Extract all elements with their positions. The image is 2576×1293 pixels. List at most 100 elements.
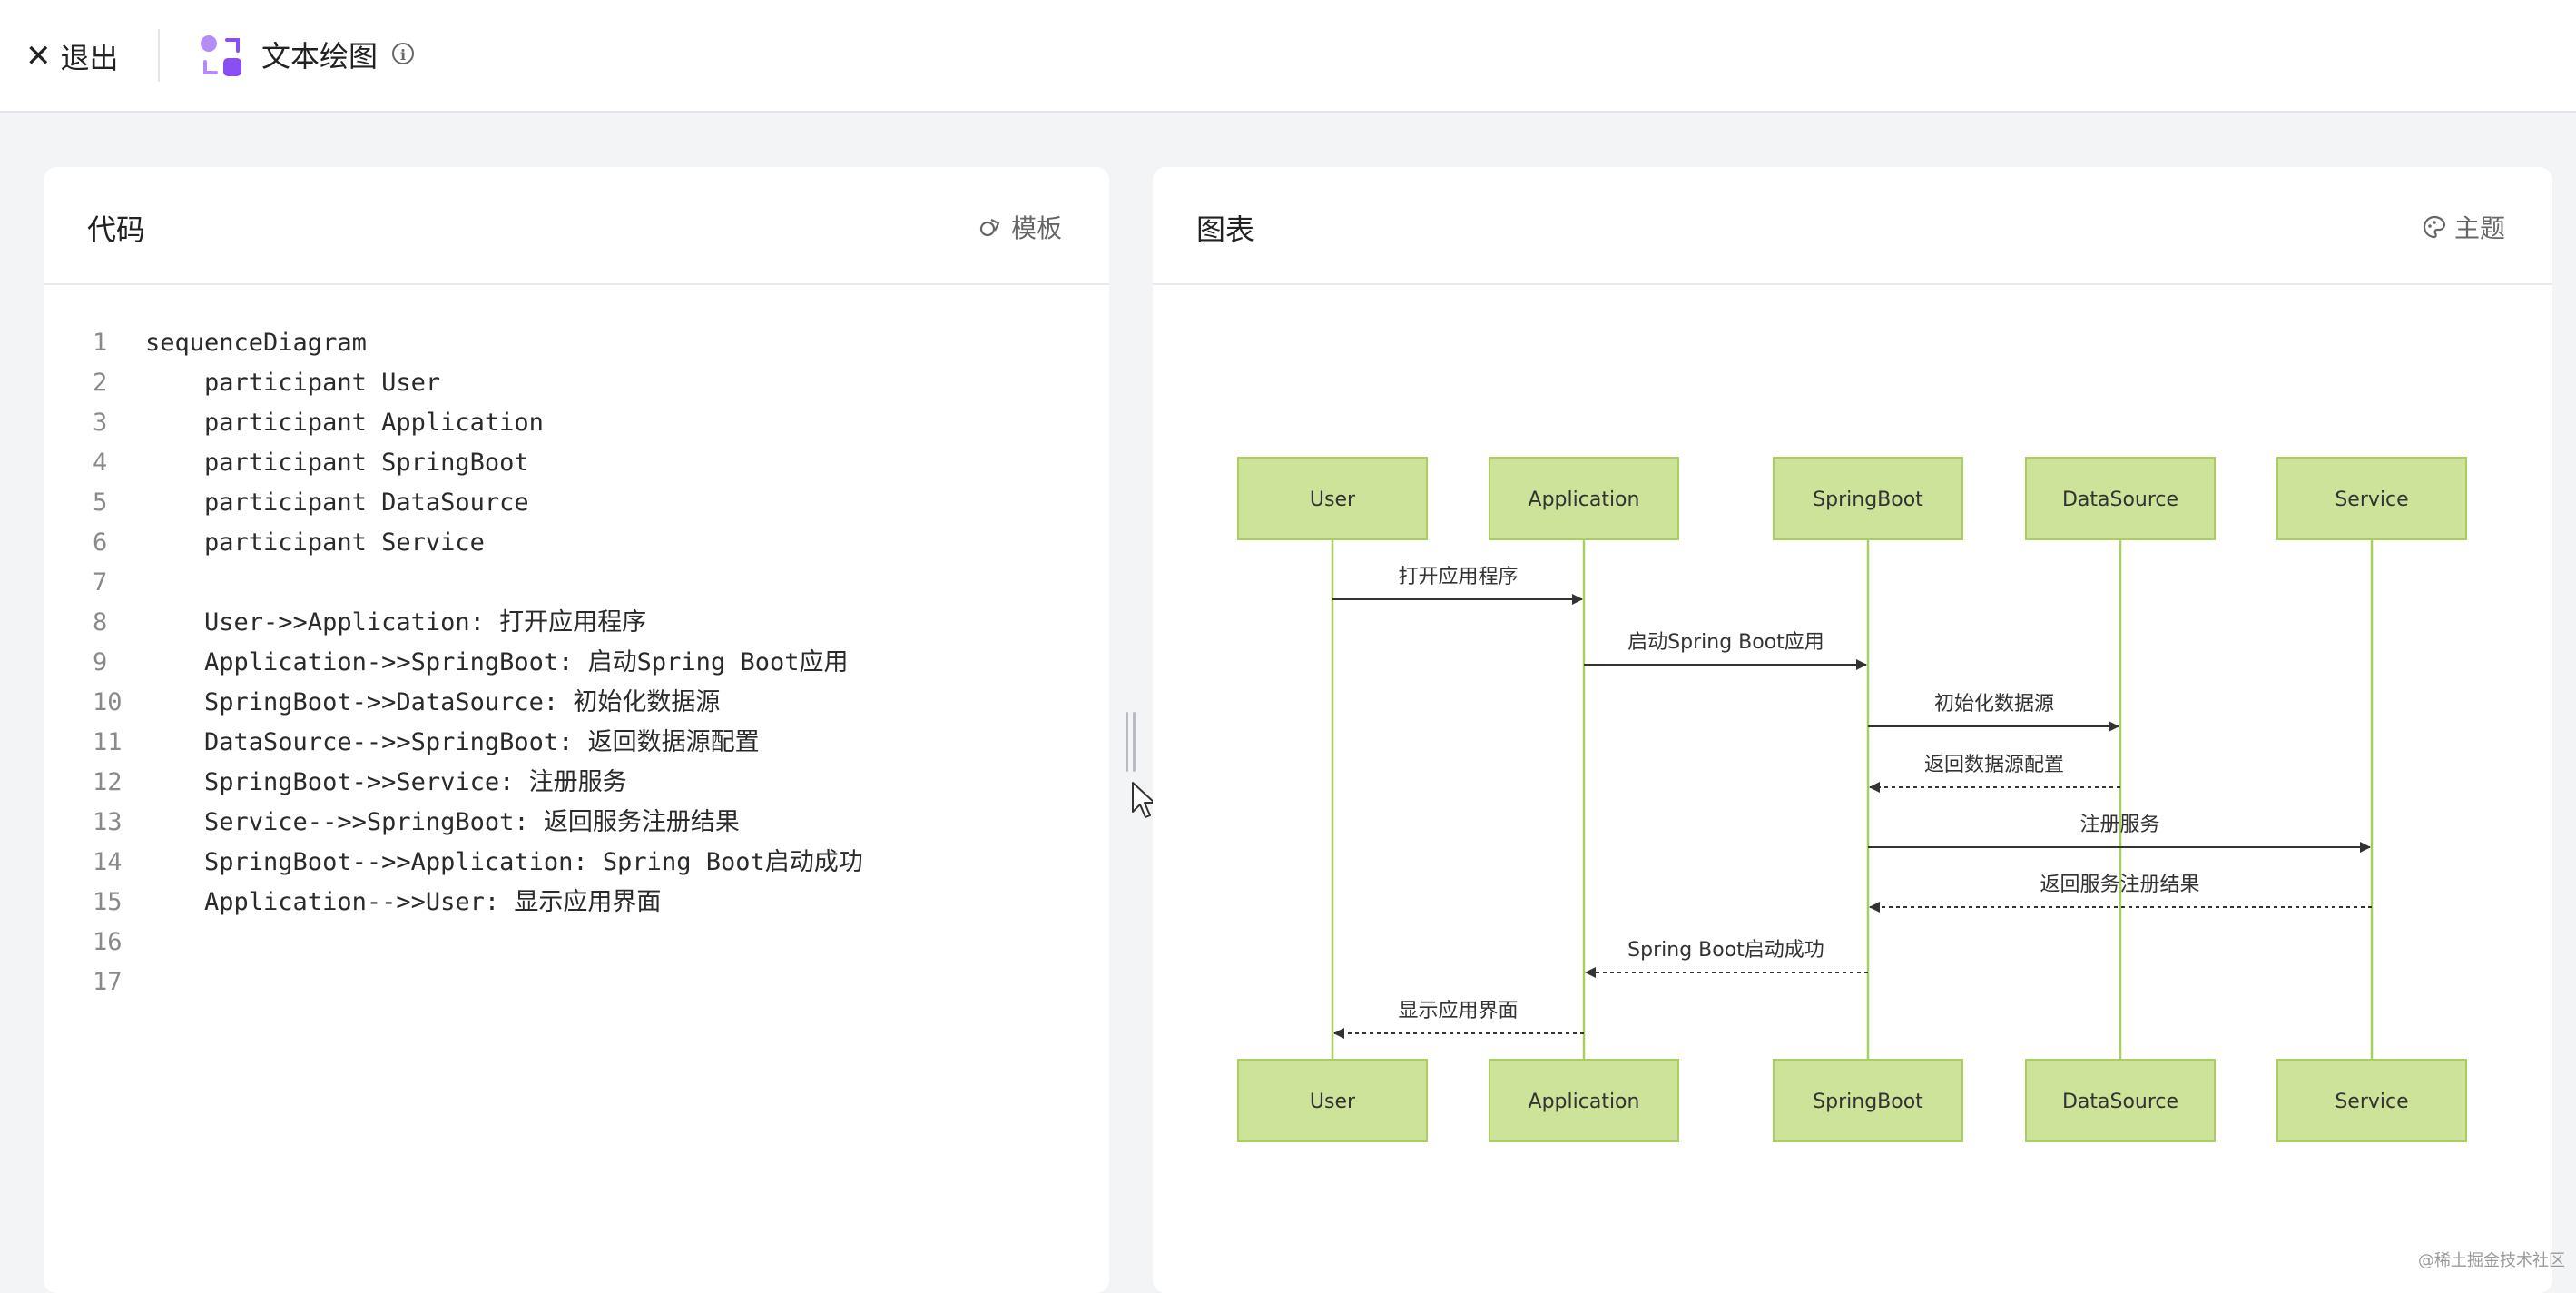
- participant-label: Service: [2335, 489, 2408, 511]
- message-label: 初始化数据源: [1934, 693, 2054, 716]
- code-text: participant Service: [145, 528, 485, 557]
- line-number: 13: [93, 808, 123, 836]
- participant-label: User: [1310, 489, 1356, 511]
- participant-box: SpringBoot: [1773, 1059, 1963, 1142]
- message-label: 返回服务注册结果: [2040, 874, 2199, 896]
- participant-box: Application: [1489, 1059, 1679, 1142]
- participant-box: DataSource: [2025, 457, 2216, 540]
- palette-icon: [2423, 215, 2446, 239]
- template-label: 模板: [1010, 213, 1062, 243]
- code-line[interactable]: 9 Application->>SpringBoot: 启动Spring Boo…: [80, 643, 1091, 683]
- code-text: User->>Application: 打开应用程序: [145, 608, 647, 637]
- message-label: Spring Boot启动成功: [1627, 939, 1824, 962]
- code-text: participant User: [145, 369, 441, 397]
- code-line[interactable]: 14 SpringBoot-->>Application: Spring Boo…: [80, 843, 1091, 883]
- template-icon: [979, 219, 1000, 237]
- participant-label: User: [1310, 1091, 1356, 1113]
- participant-label: Application: [1529, 489, 1640, 511]
- code-text: DataSource-->>SpringBoot: 返回数据源配置: [145, 728, 760, 756]
- code-line[interactable]: 16: [80, 923, 1091, 962]
- code-text: [145, 563, 1091, 603]
- code-text: Application->>SpringBoot: 启动Spring Boot应…: [145, 648, 849, 676]
- code-line[interactable]: 10 SpringBoot->>DataSource: 初始化数据源: [80, 683, 1091, 723]
- participant-label: Application: [1529, 1091, 1640, 1113]
- participant-box: SpringBoot: [1773, 457, 1963, 540]
- line-number: 2: [93, 369, 108, 397]
- code-text: SpringBoot->>DataSource: 初始化数据源: [145, 688, 721, 716]
- code-text: Application-->>User: 显示应用界面: [145, 888, 662, 916]
- participant-label: DataSource: [2062, 489, 2178, 511]
- exit-label: 退出: [60, 41, 119, 75]
- message-label: 返回数据源配置: [1924, 754, 2064, 776]
- message-label: 显示应用界面: [1398, 1000, 1518, 1022]
- code-line[interactable]: 8 User->>Application: 打开应用程序: [80, 603, 1091, 643]
- participant-box: Service: [2276, 1059, 2467, 1142]
- line-number: 6: [93, 528, 108, 557]
- code-line[interactable]: 17: [80, 962, 1091, 1002]
- panel-resize-handle[interactable]: [1124, 712, 1136, 772]
- text-diagram-logo-icon: [201, 35, 241, 76]
- code-panel-title: 代码: [87, 212, 146, 247]
- message-label: 注册服务: [2079, 814, 2159, 836]
- line-number: 7: [93, 568, 108, 597]
- chart-panel-header: 图表 主题: [1153, 167, 2552, 285]
- line-number: 15: [93, 888, 123, 916]
- code-line[interactable]: 12 SpringBoot->>Service: 注册服务: [80, 763, 1091, 803]
- code-line[interactable]: 1 sequenceDiagram: [80, 323, 1091, 363]
- toolbar-divider: [158, 29, 160, 82]
- participant-label: DataSource: [2062, 1091, 2178, 1113]
- exit-button[interactable]: ✕ 退出: [25, 33, 119, 80]
- code-panel-header: 代码 模板: [44, 167, 1109, 285]
- code-text: SpringBoot-->>Application: Spring Boot启动…: [145, 848, 863, 876]
- code-line[interactable]: 4 participant SpringBoot: [80, 443, 1091, 483]
- line-number: 1: [93, 329, 108, 357]
- code-text: sequenceDiagram: [145, 329, 367, 357]
- code-text: Service-->>SpringBoot: 返回服务注册结果: [145, 808, 740, 836]
- code-line[interactable]: 5 participant DataSource: [80, 483, 1091, 523]
- line-number: 10: [93, 688, 123, 716]
- code-text: participant Application: [145, 409, 544, 437]
- app-title: 文本绘图: [261, 39, 379, 74]
- code-line[interactable]: 2 participant User: [80, 363, 1091, 403]
- code-text: [145, 962, 1091, 1002]
- line-number: 17: [93, 968, 123, 996]
- line-number: 9: [93, 648, 108, 676]
- code-panel: 代码 模板 1 sequenceDiagram 2 participant User…: [44, 167, 1109, 1293]
- line-number: 3: [93, 409, 108, 437]
- participant-box: Application: [1489, 457, 1679, 540]
- line-number: 5: [93, 489, 108, 517]
- message-label: 打开应用程序: [1398, 566, 1518, 588]
- participant-label: SpringBoot: [1813, 489, 1923, 511]
- code-line[interactable]: 7: [80, 563, 1091, 603]
- line-number: 11: [93, 728, 123, 756]
- line-number: 14: [93, 848, 123, 876]
- code-line[interactable]: 6 participant Service: [80, 523, 1091, 563]
- code-line[interactable]: 3 participant Application: [80, 403, 1091, 443]
- code-text: participant SpringBoot: [145, 449, 529, 477]
- close-icon: ✕: [25, 38, 52, 74]
- line-number: 4: [93, 449, 108, 477]
- line-number: 12: [93, 768, 123, 796]
- participant-box: User: [1237, 1059, 1428, 1142]
- code-line[interactable]: 15 Application-->>User: 显示应用界面: [80, 883, 1091, 923]
- info-icon[interactable]: i: [392, 43, 414, 64]
- participant-box: Service: [2276, 457, 2467, 540]
- code-line[interactable]: 13 Service-->>SpringBoot: 返回服务注册结果: [80, 803, 1091, 843]
- template-button[interactable]: 模板: [978, 209, 1062, 245]
- message-label: 启动Spring Boot应用: [1627, 631, 1824, 654]
- code-text: participant DataSource: [145, 489, 529, 517]
- theme-label: 主题: [2453, 213, 2505, 243]
- line-number: 16: [93, 928, 123, 956]
- watermark: @稀土掘金技术社区: [2418, 1251, 2565, 1270]
- line-number: 8: [93, 608, 108, 637]
- top-bar: ✕ 退出 文本绘图 i: [0, 0, 2576, 113]
- participant-label: Service: [2335, 1091, 2408, 1113]
- code-line[interactable]: 11 DataSource-->>SpringBoot: 返回数据源配置: [80, 723, 1091, 763]
- chart-panel-title: 图表: [1196, 212, 1255, 247]
- theme-button[interactable]: 主题: [2422, 209, 2505, 245]
- participant-box: DataSource: [2025, 1059, 2216, 1142]
- participant-box: User: [1237, 457, 1428, 540]
- code-text: SpringBoot->>Service: 注册服务: [145, 768, 627, 796]
